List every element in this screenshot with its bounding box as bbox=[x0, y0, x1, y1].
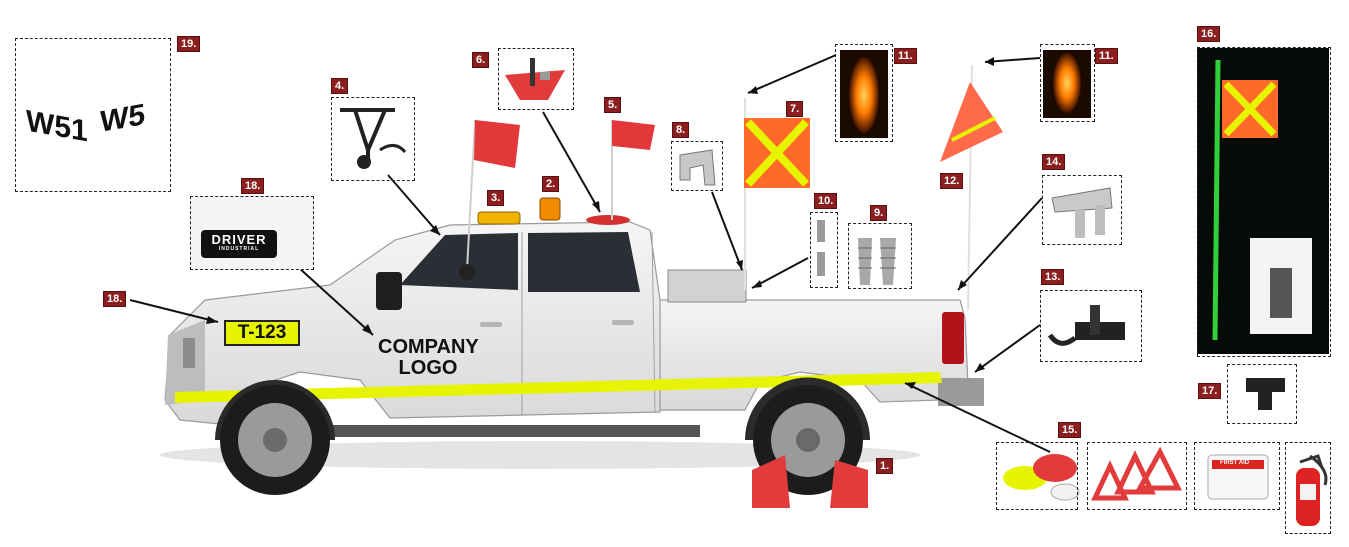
clip-box bbox=[1227, 364, 1297, 424]
callout-7: 7. bbox=[786, 101, 804, 117]
springs-box bbox=[848, 223, 912, 289]
led-tip-box-b bbox=[1040, 44, 1095, 122]
callout-18b: 18. bbox=[103, 291, 127, 307]
tape-box bbox=[996, 442, 1078, 510]
triangles-box bbox=[1087, 442, 1187, 510]
wheel-chocks bbox=[752, 455, 868, 508]
callout-17: 17. bbox=[1198, 383, 1222, 399]
led-tip-box-a bbox=[835, 44, 893, 142]
callout-1: 1. bbox=[876, 458, 894, 474]
inset-rail-clamp-art bbox=[1051, 187, 1113, 238]
inset-mirror-mount-art bbox=[340, 108, 407, 169]
callout-2: 2. bbox=[542, 176, 560, 192]
callout-19: 19. bbox=[177, 36, 201, 52]
callout-10: 10. bbox=[814, 193, 838, 209]
callout-5: 5. bbox=[604, 97, 622, 113]
roof-sign-box bbox=[15, 38, 171, 192]
roof-lights bbox=[477, 197, 630, 225]
rear-whip-flag bbox=[940, 64, 1003, 311]
led-whip-box bbox=[1197, 47, 1331, 357]
mirror-mount-box bbox=[331, 97, 415, 181]
inset-extinguisher-art bbox=[1296, 454, 1328, 526]
callout-11b: 11. bbox=[1095, 48, 1118, 64]
callout-8: 8. bbox=[672, 122, 690, 138]
rail-clamp-box bbox=[1042, 175, 1122, 245]
first-aid-label: FIRST AID bbox=[1218, 460, 1252, 466]
inset-led-whip-art bbox=[1197, 48, 1329, 354]
door-magnet-brand: DRIVER INDUSTRIAL bbox=[201, 230, 277, 258]
callout-18a: 18. bbox=[241, 178, 265, 194]
inset-hitch-mount-art bbox=[1047, 305, 1125, 346]
toolbox-and-bed-flag bbox=[667, 98, 810, 303]
magnet-base-box bbox=[498, 48, 574, 110]
inset-magnet-base-art bbox=[505, 58, 565, 100]
callout-11a: 11. bbox=[894, 48, 917, 64]
callout-14: 14. bbox=[1042, 154, 1066, 170]
inset-clip-art bbox=[1246, 378, 1285, 410]
bracket-box bbox=[671, 141, 723, 191]
first-aid-box bbox=[1194, 442, 1280, 510]
arrow-heads bbox=[206, 57, 994, 389]
leader-lines bbox=[129, 54, 1051, 453]
inset-bracket-art bbox=[679, 149, 716, 186]
pickup-truck bbox=[160, 221, 984, 495]
company-logo-line2: LOGO bbox=[398, 357, 458, 379]
inset-led-tip-art bbox=[840, 50, 1091, 138]
callout-15: 15. bbox=[1058, 422, 1082, 438]
callout-9: 9. bbox=[870, 205, 888, 221]
unit-number-plate: T-123 bbox=[224, 320, 300, 346]
pins-box bbox=[810, 212, 838, 288]
whip-flags bbox=[459, 119, 655, 280]
inset-triangles-art bbox=[1091, 446, 1183, 501]
inset-pins-art bbox=[817, 220, 825, 276]
callout-6: 6. bbox=[472, 52, 490, 68]
company-logo-line1: COMPANY bbox=[378, 336, 479, 358]
callout-13: 13. bbox=[1041, 269, 1065, 285]
inset-tape-art bbox=[1003, 454, 1080, 501]
hitch-mount-box bbox=[1040, 290, 1142, 362]
inset-springs-art bbox=[858, 238, 896, 285]
callout-16: 16. bbox=[1197, 26, 1221, 42]
callout-3: 3. bbox=[487, 190, 505, 206]
callout-12: 12. bbox=[940, 173, 964, 189]
callout-4: 4. bbox=[331, 78, 349, 94]
extinguisher-box bbox=[1285, 442, 1331, 534]
